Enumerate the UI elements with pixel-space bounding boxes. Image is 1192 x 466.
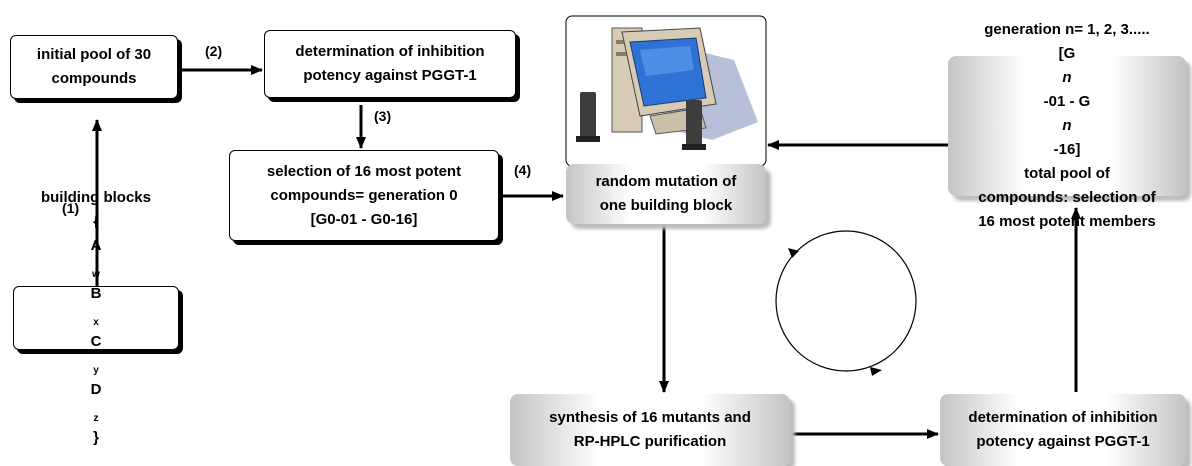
- determination-top-box: determination of inhibition potency agai…: [264, 30, 516, 98]
- determination-bottom-box: determination of inhibition potency agai…: [940, 394, 1186, 466]
- initial-pool-box: initial pool of 30 compounds: [10, 35, 178, 99]
- step-label-2: (2): [205, 43, 223, 59]
- step-label-4: (4): [514, 162, 532, 178]
- cycle-arrows-icon: [775, 230, 917, 376]
- selection-box: selection of 16 most potent compounds= g…: [229, 150, 499, 241]
- step-label-3: (3): [374, 108, 392, 124]
- random-mutation-box: random mutation of one building block: [566, 164, 766, 224]
- desktop-computer-icon: [565, 15, 767, 167]
- step-label-1: (1): [62, 200, 80, 216]
- synthesis-box: synthesis of 16 mutants and RP-HPLC puri…: [510, 394, 790, 466]
